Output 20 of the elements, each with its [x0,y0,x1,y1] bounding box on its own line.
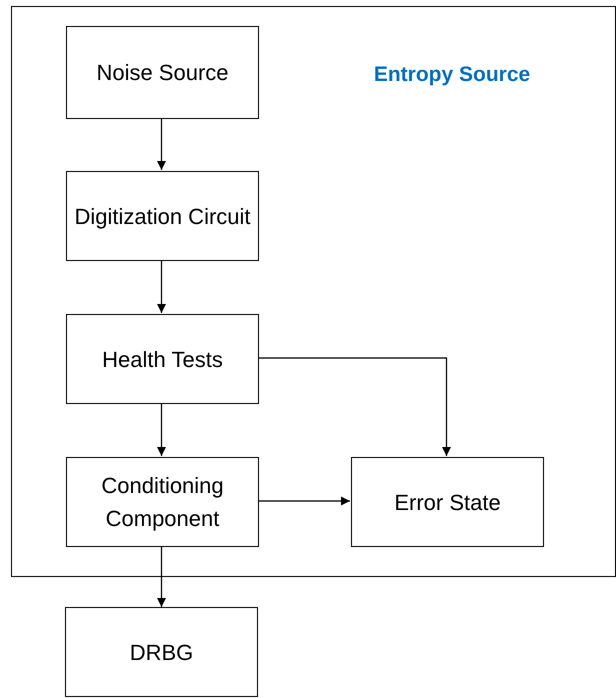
arrow [157,403,166,456]
arrow [258,357,451,456]
arrow [157,118,166,170]
process-box [65,607,258,697]
process-box [66,314,259,404]
arrow [157,260,166,313]
group-heading: Entropy Source [372,62,532,88]
process-box [66,457,259,547]
box-label: Conditioning Component [100,472,225,533]
box-label: Digitization Circuit [73,202,252,231]
arrow [157,546,166,607]
process-box [66,171,259,261]
box-label: Health Tests [101,346,224,374]
arrow [258,496,350,506]
group-frame [11,6,616,577]
process-box [66,26,259,119]
box-label: DRBG [128,638,194,666]
box-label: Error State [393,488,502,516]
box-label: Noise Source [95,59,230,87]
process-box [351,457,544,547]
